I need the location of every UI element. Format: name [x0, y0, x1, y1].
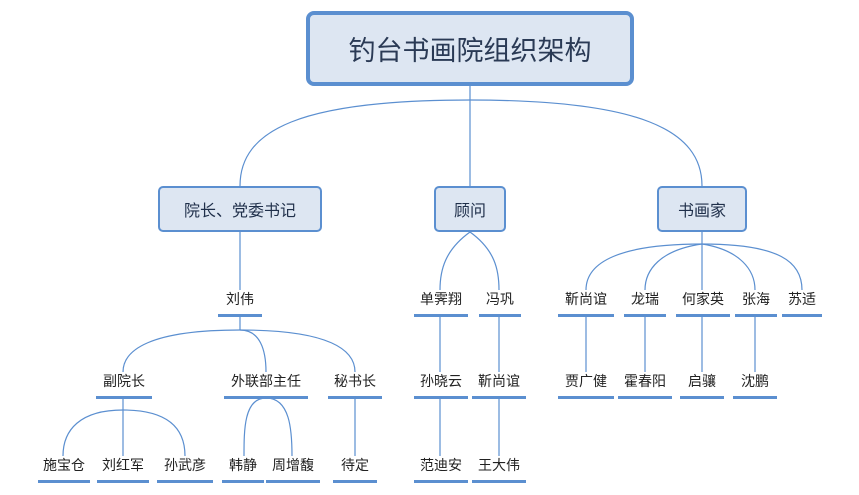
advisor-chain-member: 靳尚谊 — [472, 372, 526, 399]
artist-name: 何家英 — [676, 290, 730, 317]
vice-member: 刘红军 — [97, 456, 149, 483]
secretary-general-label: 秘书长 — [328, 372, 382, 399]
artist-name: 靳尚谊 — [558, 290, 614, 317]
vice-member: 孙武彦 — [157, 456, 213, 483]
leadership-head: 刘伟 — [218, 290, 262, 317]
artist-name: 苏适 — [782, 290, 822, 317]
artist-sub: 沈鹏 — [733, 372, 777, 399]
advisor-chain-member: 孙晓云 — [414, 372, 468, 399]
branch-advisor: 顾问 — [434, 186, 506, 232]
artist-sub: 霍春阳 — [618, 372, 672, 399]
artist-name: 龙瑞 — [624, 290, 666, 317]
advisor-name: 单霁翔 — [414, 290, 468, 317]
artist-sub: 启骧 — [680, 372, 724, 399]
vice-president-label: 副院长 — [96, 372, 152, 399]
org-chart-title: 钓台书画院组织架构 — [306, 11, 634, 86]
branch-artists: 书画家 — [657, 186, 747, 232]
advisor-chain-member: 王大伟 — [472, 456, 526, 483]
artist-sub: 贾广健 — [558, 372, 614, 399]
artist-name: 张海 — [735, 290, 777, 317]
foreign-affairs-director-label: 外联部主任 — [224, 372, 308, 399]
vice-member: 施宝仓 — [38, 456, 90, 483]
foreign-member: 韩静 — [222, 456, 264, 483]
branch-leadership: 院长、党委书记 — [158, 186, 322, 232]
advisor-chain-member: 范迪安 — [414, 456, 468, 483]
secretary-member: 待定 — [333, 456, 377, 483]
foreign-member: 周增馥 — [266, 456, 320, 483]
advisor-name: 冯巩 — [479, 290, 521, 317]
